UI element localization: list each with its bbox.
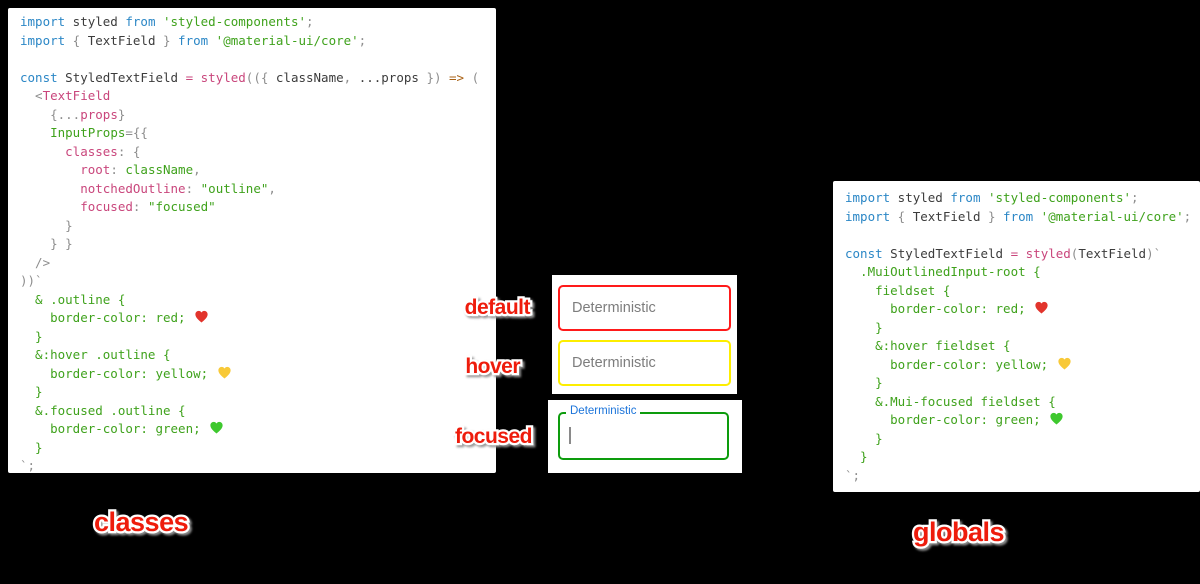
- classes-code-panel: import styled from 'styled-components'; i…: [8, 8, 496, 473]
- code-line: />: [20, 254, 51, 270]
- code-line: ​: [845, 226, 1200, 245]
- green-heart-icon: [210, 421, 223, 434]
- textfield-default[interactable]: Deterministic: [558, 285, 731, 331]
- code-line: }: [845, 375, 883, 390]
- yellow-heart-icon: [218, 366, 231, 379]
- code-line: ​: [20, 50, 496, 69]
- textfield-hover[interactable]: Deterministic: [558, 340, 731, 386]
- code-line: }: [20, 217, 73, 233]
- code-line: border-color: green;: [845, 411, 1200, 430]
- code-line: <TextField: [20, 88, 111, 103]
- code-line: InputProps={{: [50, 125, 148, 140]
- code-line: import { TextField } from '@material-ui/…: [20, 32, 367, 48]
- code-line: &:hover fieldset {: [845, 338, 1011, 353]
- code-line: & .outline {: [20, 291, 126, 307]
- code-line: &.Mui-focused fieldset {: [845, 393, 1056, 409]
- code-line: border-color: yellow;: [20, 365, 496, 384]
- red-heart-icon: [1035, 301, 1048, 314]
- code-line: }: [845, 449, 868, 464]
- code-line: border-color: green;: [20, 420, 496, 439]
- textfield-hover-placeholder: Deterministic: [572, 355, 656, 371]
- code-line: border-color: red;: [20, 309, 496, 328]
- code-line: import styled from 'styled-components';: [845, 190, 1139, 205]
- textfield-focused-label: Deterministic: [566, 405, 641, 417]
- code-line: ))`: [20, 273, 43, 288]
- code-line: notchedOutline: "outline",: [20, 180, 276, 196]
- code-line: focused: "focused": [20, 199, 216, 214]
- code-line: const StyledTextField = styled(({ classN…: [20, 69, 480, 85]
- code-line: &:hover .outline {: [20, 347, 171, 362]
- code-line: {...props}: [20, 106, 126, 122]
- green-heart-icon: [1050, 412, 1063, 425]
- code-line: } }: [20, 236, 73, 251]
- caption-globals: globals: [911, 515, 1007, 550]
- yellow-heart-icon: [1058, 357, 1071, 370]
- code-line: }: [20, 439, 43, 455]
- state-label-hover: hover: [463, 353, 523, 381]
- code-line: &.focused .outline {: [20, 402, 186, 418]
- code-line: fieldset {: [845, 282, 951, 298]
- code-line: `;: [20, 458, 36, 473]
- caption-classes: classes: [92, 505, 191, 540]
- code-line: import { TextField } from '@material-ui/…: [845, 208, 1192, 224]
- globals-code-panel: import styled from 'styled-components'; i…: [833, 181, 1200, 492]
- code-line: import styled from 'styled-components';: [20, 14, 314, 29]
- code-line: root: className,: [20, 162, 201, 177]
- code-line: .MuiOutlinedInput-root {: [845, 264, 1041, 279]
- code-line: border-color: yellow;: [845, 356, 1200, 375]
- state-label-focused: focused: [453, 423, 535, 451]
- code-line: }: [20, 328, 43, 344]
- code-line: `;: [845, 467, 861, 483]
- code-line: classes: {: [20, 143, 141, 159]
- code-line: }: [20, 384, 43, 399]
- red-heart-icon: [195, 310, 208, 323]
- state-label-default: default: [462, 294, 532, 322]
- textfield-default-placeholder: Deterministic: [572, 300, 656, 316]
- code-line: border-color: red;: [845, 300, 1200, 319]
- text-caret: [569, 427, 571, 444]
- code-line: }: [845, 319, 883, 335]
- textfield-focused[interactable]: [558, 412, 729, 460]
- code-line: const StyledTextField = styled(TextField…: [845, 245, 1162, 261]
- code-line: }: [845, 430, 883, 446]
